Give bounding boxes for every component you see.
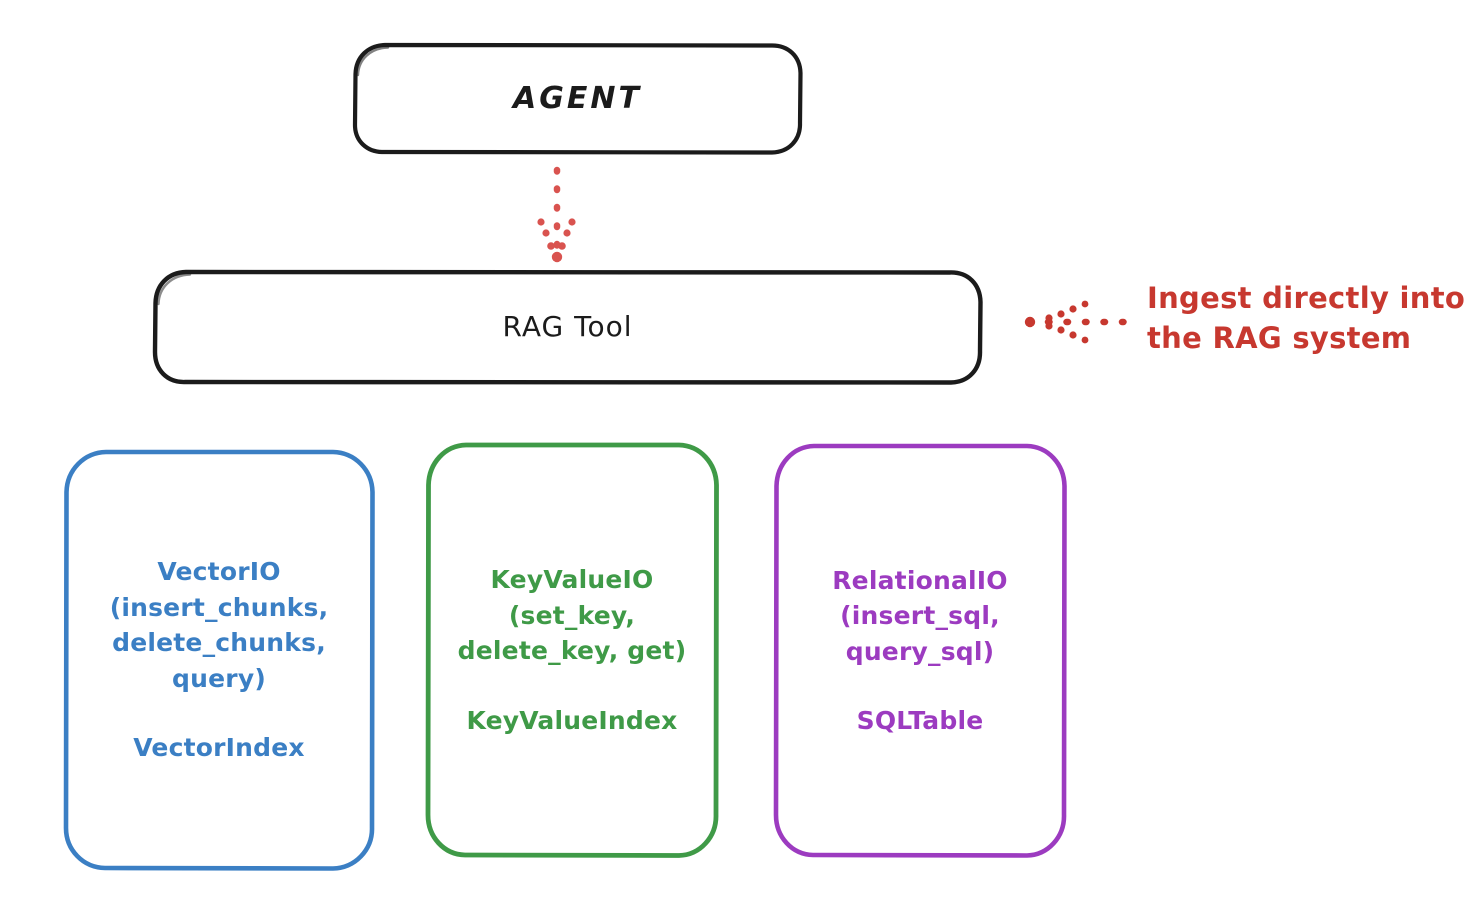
rag-tool-box[interactable] <box>152 269 983 385</box>
agent-box[interactable] <box>352 42 803 155</box>
agent-to-rag-dotted-arrow <box>537 166 576 263</box>
vector-io-box[interactable] <box>63 449 375 871</box>
relational-io-box[interactable] <box>773 443 1067 858</box>
key-value-io-box[interactable] <box>425 442 719 858</box>
ingest-dotted-arrow <box>1024 300 1137 344</box>
